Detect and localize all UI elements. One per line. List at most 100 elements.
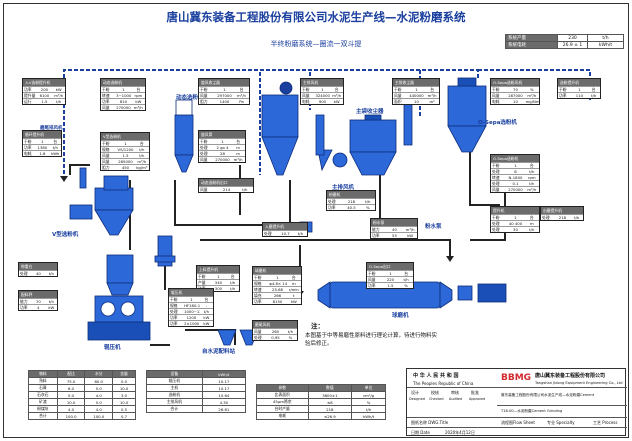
data-box-cell: 1 <box>514 163 517 168</box>
data-box-cell: 台 <box>230 274 235 279</box>
data-box-cell: 40 400 <box>508 221 523 226</box>
table-cell: 10.0 <box>56 398 86 406</box>
data-box-cell: 转速 <box>102 93 110 98</box>
data-box-cell: 功率 <box>254 299 262 304</box>
data-box-cell: kW <box>203 321 210 326</box>
data-box-cell: 40 <box>35 271 41 276</box>
data-box-cell: 1 <box>415 87 418 92</box>
data-box-cell: 270000 <box>508 187 523 192</box>
process-label: 工艺 Process <box>593 420 618 425</box>
data-box-cell: t/h <box>139 153 145 158</box>
data-box-title: 主排风机 <box>301 79 343 86</box>
country-en: The Peoples Republic of China <box>413 381 474 386</box>
data-box-cell: 功率 <box>328 205 336 210</box>
table-header-cell: 配比 <box>56 370 86 378</box>
data-box-cell: t/h <box>574 215 580 220</box>
data-box-cell: 270000 <box>116 105 131 110</box>
table-cell: 熟料 <box>28 377 58 385</box>
label-powder-pump: 粉水泵 <box>425 224 442 230</box>
table-header-cell: 单位 <box>351 384 386 392</box>
data-box-cell: 297000 <box>217 93 232 98</box>
table-cell: 26.81 <box>201 405 247 413</box>
table-cell: 45μm筛余 <box>256 398 309 406</box>
data-box-cell: 1400 <box>219 99 230 104</box>
data-box-cell: 风量 <box>102 153 110 158</box>
data-box-cell: 287000 <box>508 93 523 98</box>
data-box-title: 上料提升机 <box>197 266 239 273</box>
data-box-cell: m³/h <box>133 105 143 110</box>
data-box-cell: 风量 <box>200 187 208 192</box>
data-box-title: 球磨机 <box>253 267 301 274</box>
data-box-cell: 台 <box>529 215 534 220</box>
company-en: Tangshan Jidong Equipment Engineering Co… <box>535 381 623 385</box>
table-cell: 4.0 <box>56 405 86 413</box>
data-box-title: 入V选粉提升机 <box>23 79 65 86</box>
data-box-cell: r/min <box>288 287 299 292</box>
data-box-title: 配料秤 <box>19 291 57 298</box>
data-box-cell: m³/h <box>527 187 537 192</box>
data-box-cell: 干粉 <box>24 139 32 144</box>
sign-label: 审核 <box>451 390 459 395</box>
sheet-label: 流程图Flow Sheet <box>501 420 535 425</box>
data-box-cell: 转速 <box>254 287 262 292</box>
table-header-cell: 水分 <box>84 370 114 378</box>
data-box-cell: 功率 <box>559 93 567 98</box>
data-box-cell: 风量 <box>200 93 208 98</box>
table-cell: 0.7 <box>112 412 136 420</box>
data-box-title: 粉水泵 <box>371 219 417 226</box>
sign-label: 校核 <box>431 390 439 395</box>
data-box-cell: t/h <box>365 199 371 204</box>
data-box-cell: m <box>236 151 240 156</box>
diagram-subtitle: 半终粉磨系统—圈流一双斗提 <box>270 40 362 48</box>
data-box-cell: 10 <box>414 99 419 104</box>
table-cell: 主排风机 <box>146 398 203 406</box>
table-header-cell: 物料 <box>28 370 58 378</box>
data-box-cell: 功率 <box>170 315 178 320</box>
data-box-cell: rpm <box>527 175 536 180</box>
data-box-cell: 电耗 <box>24 151 32 156</box>
data-box-cell: 0.1 <box>512 181 519 186</box>
data-box-title: 粉磨机 <box>327 191 375 198</box>
table-cell: 100.0 <box>84 412 114 420</box>
data-box-cell: 1 <box>321 87 324 92</box>
data-box-cell: 运行 <box>24 99 32 104</box>
data-box-cell: 3~1000 <box>116 93 132 98</box>
table-header-cell: kWh/t <box>201 370 247 378</box>
table-cell: 5.0 <box>84 398 114 406</box>
data-box-cell: 规格 <box>102 147 110 152</box>
data-box-cell: 214 <box>222 187 231 192</box>
note-head: 注： <box>311 322 324 330</box>
table-cell: 75.0 <box>56 377 86 385</box>
data-box-title: 辊压机 <box>169 289 213 296</box>
data-box-title: 选粉提升机 <box>558 79 600 86</box>
data-box-cell: kWh <box>51 151 60 156</box>
data-box-cell: 25.68 <box>272 287 283 292</box>
label-v-separator: V型选粉机 <box>52 232 79 238</box>
